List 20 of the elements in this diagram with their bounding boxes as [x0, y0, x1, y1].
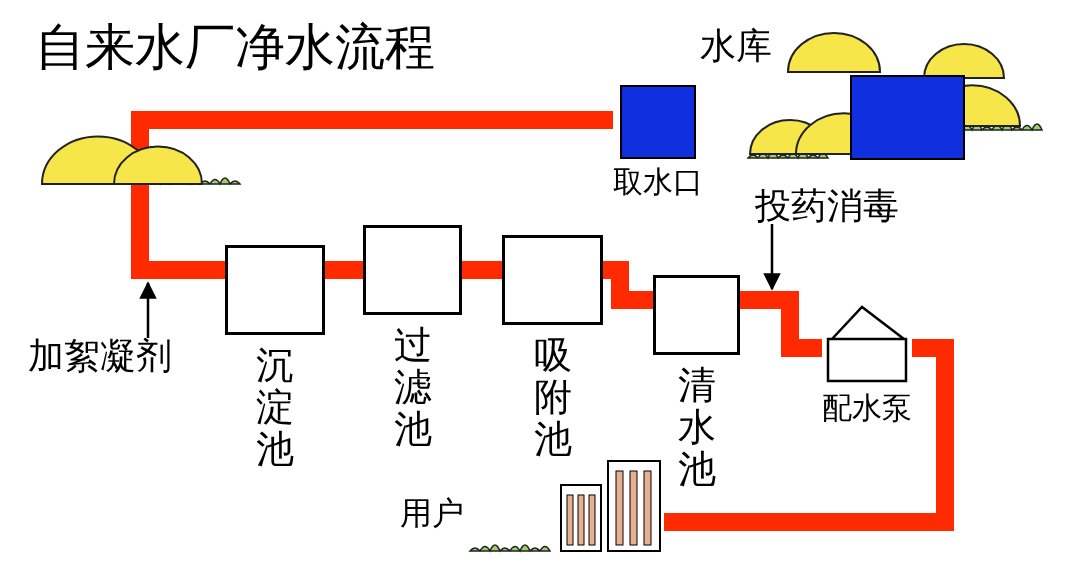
arrow: [763, 224, 781, 291]
water-pipe: [603, 261, 653, 309]
water-pipe: [740, 291, 822, 357]
tank-label: 过滤池: [393, 325, 432, 451]
intake-label: 取水口: [613, 167, 703, 197]
water-pipe: [664, 339, 954, 531]
reservoir-label: 水库: [700, 28, 772, 64]
tank-label: 吸附池: [533, 335, 572, 461]
water-pipe: [462, 261, 502, 279]
dosing-label: 投药消毒: [755, 188, 899, 224]
pump-label: 配水泵: [822, 393, 912, 423]
diagram-title: 自来水厂净水流程: [35, 22, 435, 72]
pump-house: [822, 305, 912, 423]
water-pipe: [325, 261, 363, 279]
water-pipe: [131, 111, 613, 279]
tank-label: 沉淀池: [256, 345, 294, 471]
dosing-label: 加絮凝剂: [28, 338, 172, 374]
users-label: 用户: [400, 497, 464, 529]
tank-label: 清水池: [677, 365, 716, 491]
arrow: [139, 281, 157, 338]
